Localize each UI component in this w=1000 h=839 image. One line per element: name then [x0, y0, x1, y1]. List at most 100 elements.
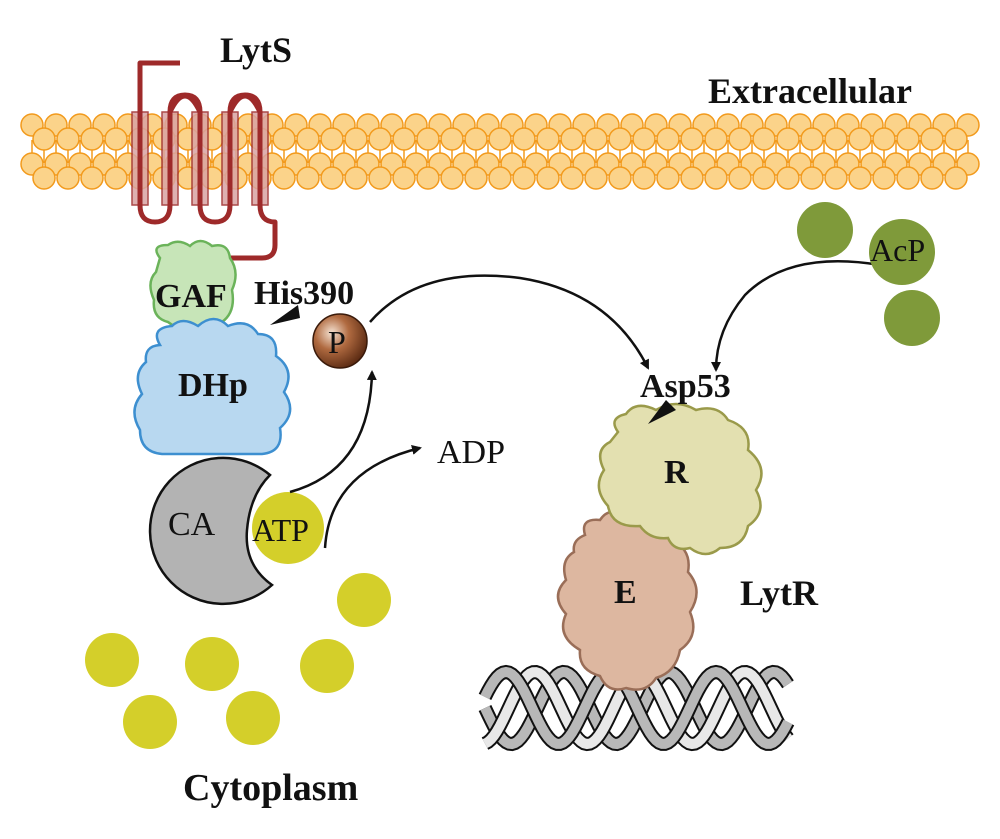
lipid-head [512, 127, 536, 151]
his390-pointer [270, 305, 300, 325]
lipid-head [392, 127, 416, 151]
acp-ball [797, 202, 853, 258]
lipid-head [824, 127, 848, 151]
e-domain-label: E [614, 574, 637, 611]
lipid-head [848, 127, 872, 151]
lipid-head [56, 166, 80, 190]
lipid-head [680, 166, 704, 190]
lyts-backbone [137, 60, 278, 261]
atp-ball [300, 639, 354, 693]
lipid-head [800, 127, 824, 151]
lyts-extracellular-loops [167, 93, 263, 114]
lipid-head [32, 127, 56, 151]
lipid-head [368, 166, 392, 190]
lipid-head [824, 166, 848, 190]
acp-ball [884, 290, 940, 346]
lipid-head [344, 127, 368, 151]
dhp-label: DHp [178, 367, 248, 404]
lipid-head [464, 127, 488, 151]
lipid-head [80, 166, 104, 190]
lipid-head [848, 166, 872, 190]
reaction-arrows [289, 260, 881, 549]
lipid-head [104, 166, 128, 190]
phosphate-group [312, 313, 368, 369]
lipid-head [56, 127, 80, 151]
asp53-label: Asp53 [640, 368, 731, 405]
r-domain-label: R [664, 454, 689, 491]
atp-to-adp-arrow [323, 445, 422, 549]
phosphate-label: P [328, 324, 346, 360]
lipid-head [896, 166, 920, 190]
lipid-head [560, 166, 584, 190]
atp-ball [85, 633, 139, 687]
lipid-head [272, 127, 296, 151]
lytr-label: LytR [740, 573, 819, 613]
lipid-head [320, 127, 344, 151]
lipid-head [296, 127, 320, 151]
lipid-head [320, 166, 344, 190]
lipid-head [104, 127, 128, 151]
lipid-head [488, 166, 512, 190]
lipid-head [272, 166, 296, 190]
extracellular-label: Extracellular [708, 71, 912, 111]
lipid-head [632, 127, 656, 151]
lipid-head [608, 166, 632, 190]
lipid-head [920, 166, 944, 190]
cytoplasm-label: Cytoplasm [183, 767, 358, 809]
lipid-head [632, 166, 656, 190]
lipid-head [728, 166, 752, 190]
lipid-head [776, 127, 800, 151]
lipid-head [32, 166, 56, 190]
lipid-head [656, 127, 680, 151]
lipid-head [704, 127, 728, 151]
lipid-head [464, 166, 488, 190]
acp-ball [869, 219, 935, 285]
adp-label: ADP [437, 434, 505, 471]
lipid-head [536, 127, 560, 151]
lipid-head [752, 166, 776, 190]
p-to-asp53-arrow [369, 274, 650, 370]
lipid-head [296, 166, 320, 190]
lyts-transmembrane-protein [131, 60, 278, 261]
lipid-head [680, 127, 704, 151]
lipid-head [512, 166, 536, 190]
atp-ball [123, 695, 177, 749]
lipid-head [920, 127, 944, 151]
atp-ball [337, 573, 391, 627]
atp-molecule [252, 492, 324, 564]
lipid-head [80, 127, 104, 151]
lipid-head [440, 127, 464, 151]
lipid-head [728, 127, 752, 151]
lipid-head [608, 127, 632, 151]
lipid-head [368, 127, 392, 151]
gaf-domain [149, 239, 237, 330]
atp-to-p-arrow [289, 370, 377, 494]
lipid-head [584, 166, 608, 190]
lipid-head [488, 127, 512, 151]
lipid-head [584, 127, 608, 151]
lipid-head [344, 166, 368, 190]
lipid-head [752, 127, 776, 151]
cytoplasm-atp-pool [85, 573, 391, 749]
lipid-head [536, 166, 560, 190]
acp-to-asp53-arrow [711, 260, 881, 372]
lipid-head [776, 166, 800, 190]
ca-label: CA [168, 506, 216, 543]
acp-label: AcP [870, 232, 925, 268]
lipid-head [872, 127, 896, 151]
lipid-head [392, 166, 416, 190]
lipid-head [896, 127, 920, 151]
gaf-label: GAF [155, 278, 227, 315]
acetyl-phosphate-cluster [797, 202, 940, 346]
atp-ball [185, 637, 239, 691]
lipid-head [704, 166, 728, 190]
lipid-head [944, 127, 968, 151]
atp-label: ATP [252, 512, 309, 548]
atp-ball [226, 691, 280, 745]
ca-domain [148, 456, 274, 606]
his390-label: His390 [254, 275, 354, 312]
lipid-head [872, 166, 896, 190]
dhp-domain [133, 317, 292, 456]
